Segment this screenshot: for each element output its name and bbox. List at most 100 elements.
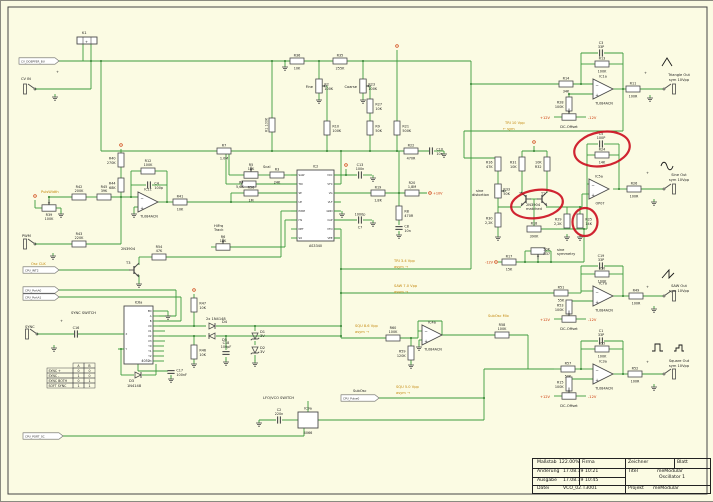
input-jack[interactable]: [23, 83, 37, 95]
capacitor-C16[interactable]: C16: [73, 326, 80, 338]
output-jack[interactable]: [662, 368, 676, 380]
ic-IC2[interactable]: IC2AS3340SAWTRISEUPPWMHSNPTSOVCCVFCVGVLF…: [291, 164, 340, 248]
potentiometer-dc-offset[interactable]: [561, 310, 577, 323]
output-jack[interactable]: [662, 183, 676, 195]
zener-diode[interactable]: [250, 332, 260, 341]
bus-tag-CV_DOEPFER_BU[interactable]: CV_DOEPFER_BU: [18, 57, 60, 65]
bus-tag-CPU_PORT_SC[interactable]: CPU_PORT_SC: [22, 432, 64, 440]
potentiometer-dc-offset[interactable]: [561, 108, 577, 121]
input-jack[interactable]: [25, 328, 39, 340]
bus-tag-CPU_PortA0[interactable]: CPU_PortA0: [22, 286, 60, 294]
output-jack[interactable]: [662, 290, 676, 302]
bus-tag-CPU_INT2[interactable]: CPU_INT2: [22, 266, 60, 274]
diode[interactable]: [208, 322, 216, 330]
resistor-R1[interactable]: R1 100K: [264, 117, 276, 133]
potentiometer-dc-offset[interactable]: [561, 387, 577, 400]
output-jack[interactable]: [662, 83, 676, 95]
diode[interactable]: [208, 332, 216, 340]
bus-tag-CPU_Pulse0[interactable]: CPU_Pulse0: [340, 394, 380, 402]
bus-tag-CPU_PortA1[interactable]: CPU_PortA1: [22, 293, 60, 301]
input-jack[interactable]: [23, 238, 37, 250]
diode[interactable]: [134, 371, 142, 379]
connector-K1[interactable]: [76, 36, 98, 45]
zener-diode[interactable]: [250, 346, 260, 355]
transistor[interactable]: [129, 262, 140, 278]
transistor[interactable]: [537, 191, 548, 207]
resistor-R7[interactable]: R71.0M: [216, 143, 232, 160]
